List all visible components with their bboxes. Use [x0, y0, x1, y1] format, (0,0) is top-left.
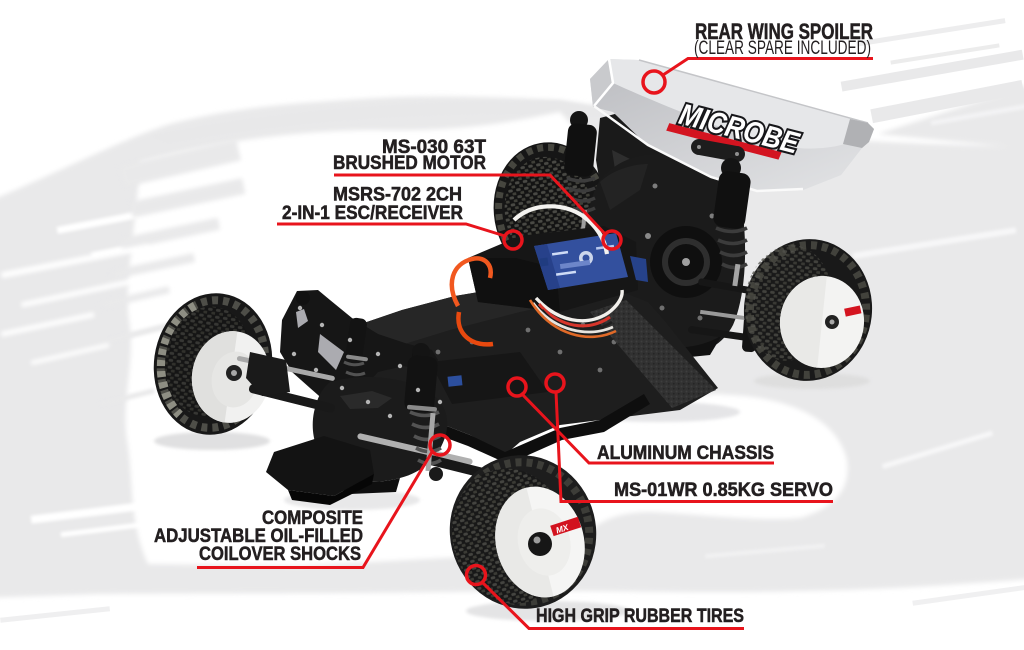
svg-text:MS-030 63T: MS-030 63T	[382, 137, 486, 158]
svg-text:ALUMINUM CHASSIS: ALUMINUM CHASSIS	[597, 443, 774, 464]
svg-text:MS-01WR 0.85KG SERVO: MS-01WR 0.85KG SERVO	[614, 480, 833, 501]
svg-text:COMPOSITE: COMPOSITE	[262, 508, 363, 529]
svg-text:(CLEAR SPARE INCLUDED): (CLEAR SPARE INCLUDED)	[694, 38, 871, 59]
svg-text:MX: MX	[554, 522, 570, 536]
svg-text:REAR WING SPOILER: REAR WING SPOILER	[695, 19, 873, 44]
svg-text:2-IN-1 ESC/RECEIVER: 2-IN-1 ESC/RECEIVER	[282, 203, 463, 224]
svg-text:HIGH GRIP RUBBER TIRES: HIGH GRIP RUBBER TIRES	[536, 606, 744, 627]
svg-text:ADJUSTABLE OIL-FILLED: ADJUSTABLE OIL-FILLED	[154, 526, 363, 547]
svg-text:BRUSHED MOTOR: BRUSHED MOTOR	[333, 153, 486, 174]
svg-text:COILOVER SHOCKS: COILOVER SHOCKS	[199, 544, 361, 565]
svg-text:MSRS-702 2CH: MSRS-702 2CH	[333, 185, 462, 206]
